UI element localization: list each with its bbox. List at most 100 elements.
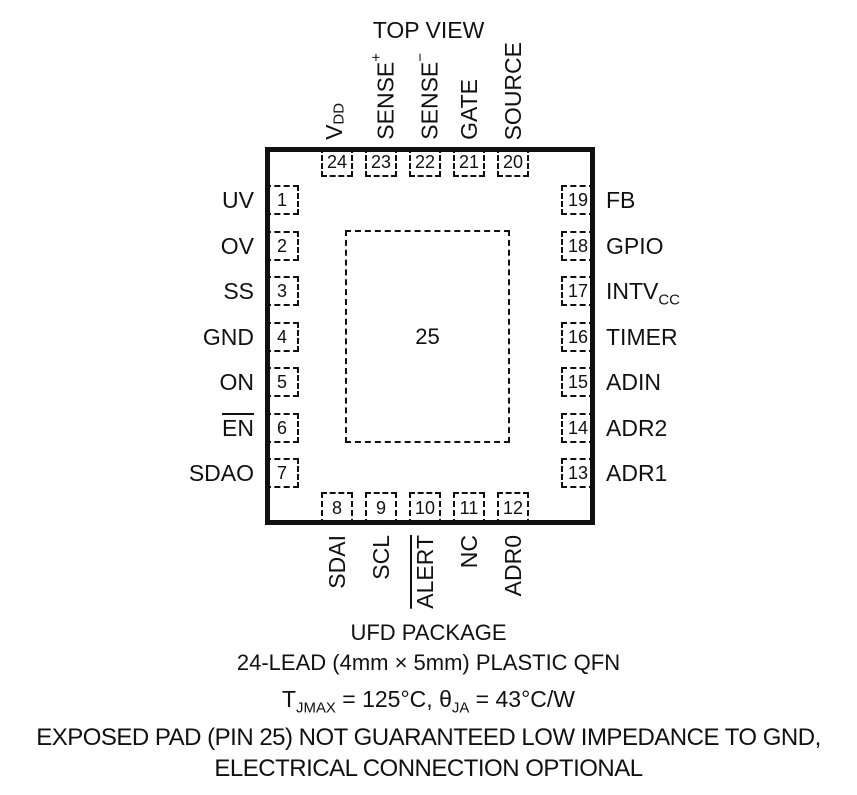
thermal-t-sub: JMAX xyxy=(296,699,336,717)
pin-23-label-base: SENSE xyxy=(372,62,399,140)
package-description: 24-LEAD (4mm × 5mm) PLASTIC QFN xyxy=(236,650,621,675)
pin-20-label: SOURCE xyxy=(496,38,530,140)
pin-2-label: OV xyxy=(220,233,254,259)
pin-22: 22 xyxy=(409,147,441,177)
pin-14-label: ADR2 xyxy=(606,415,668,441)
pin-24-label-base: V xyxy=(321,124,348,140)
pin-22-label: SENSE− xyxy=(408,38,443,140)
pin-2: 2 xyxy=(265,231,299,261)
pin-15: 15 xyxy=(561,367,595,397)
pin-6-label: EN xyxy=(94,415,254,441)
pin-12-number: 12 xyxy=(502,498,524,518)
pin-12: 12 xyxy=(497,492,529,525)
pin-24-label-sub: DD xyxy=(330,103,348,125)
chip-outline xyxy=(265,147,595,525)
thermal-end: = 43°C/W xyxy=(469,686,575,712)
pin-24-label-text: VDD xyxy=(321,103,352,140)
exposed-pad-number: 25 xyxy=(415,323,440,349)
pin-4-label: GND xyxy=(202,324,254,350)
pin-7-label: SDAO xyxy=(188,460,254,486)
pin-23-number: 23 xyxy=(370,151,392,172)
pin-22-label-text: SENSE− xyxy=(409,53,443,140)
pin-1: 1 xyxy=(265,185,299,215)
pin-17-label-sub: CC xyxy=(658,291,680,309)
pin-5-label: ON xyxy=(219,369,255,395)
pin-10-number: 10 xyxy=(414,498,436,518)
pin-23-label-text: SENSE+ xyxy=(365,53,399,140)
pin-13-label: ADR1 xyxy=(606,460,668,486)
pin-19-label: FB xyxy=(606,187,636,213)
exposed-pad: 25 xyxy=(345,230,510,443)
thermal-spec: TJMAX = 125°C, θJA = 43°C/W xyxy=(0,686,857,717)
pin-9-number: 9 xyxy=(375,498,386,518)
pin-4-number: 4 xyxy=(276,326,287,347)
pin-21-label-text: GATE xyxy=(456,79,482,140)
pin-16-label: TIMER xyxy=(606,324,678,350)
pin-18: 18 xyxy=(561,231,595,261)
pin-5: 5 xyxy=(265,367,299,397)
pin-24-number: 24 xyxy=(326,151,348,172)
exposed-pad-note-line1: EXPOSED PAD (PIN 25) NOT GUARANTEED LOW … xyxy=(36,724,821,751)
pin-10: 10 xyxy=(409,492,441,525)
pin-3-number: 3 xyxy=(276,280,287,301)
pin-17-label: INTVCC xyxy=(606,278,680,309)
pin-11-label-text: NC xyxy=(456,535,482,569)
pin-7: 7 xyxy=(265,458,299,488)
pin-20: 20 xyxy=(497,147,529,177)
thermal-theta-sub: JA xyxy=(451,699,470,717)
pin-7-number: 7 xyxy=(276,462,287,483)
pin-8-label-text: SDAI xyxy=(324,535,350,589)
pin-10-label-text: ALERT xyxy=(412,535,438,609)
pin-19: 19 xyxy=(561,185,595,215)
pin-15-label: ADIN xyxy=(606,369,661,395)
pin-17: 17 xyxy=(561,276,595,306)
pin-21: 21 xyxy=(453,147,485,177)
pin-24: 24 xyxy=(321,147,353,177)
pin-17-number: 17 xyxy=(567,280,589,301)
package-name: UFD PACKAGE xyxy=(350,620,507,645)
pin-11-number: 11 xyxy=(459,498,479,518)
pin-23: 23 xyxy=(365,147,397,177)
pin-6-number: 6 xyxy=(276,417,287,438)
pin-9: 9 xyxy=(365,492,397,525)
pin-11: 11 xyxy=(453,492,485,525)
pin-3-label: SS xyxy=(223,278,254,304)
pin-16-number: 16 xyxy=(567,326,589,347)
pin-3: 3 xyxy=(265,276,299,306)
pin-14: 14 xyxy=(561,413,595,443)
pin-24-label: VDD xyxy=(320,38,354,140)
pin-9-label-text: SCL xyxy=(368,535,394,580)
pin-18-label: GPIO xyxy=(606,233,664,259)
pin-22-label-base: SENSE xyxy=(416,62,443,140)
top-view-title: TOP VIEW xyxy=(372,17,485,43)
pin-5-number: 5 xyxy=(276,371,287,392)
pin-20-number: 20 xyxy=(502,151,524,172)
pin-6-label-text: EN xyxy=(222,415,254,441)
pin-4: 4 xyxy=(265,322,299,352)
pin-13-number: 13 xyxy=(567,462,589,483)
pin-13: 13 xyxy=(561,458,595,488)
pin-15-number: 15 xyxy=(567,371,589,392)
pin-2-number: 2 xyxy=(276,235,287,256)
pin-19-number: 19 xyxy=(567,189,589,210)
pin-12-label-text: ADR0 xyxy=(500,535,526,597)
pin-20-label-text: SOURCE xyxy=(500,41,526,140)
pin-23-label: SENSE+ xyxy=(364,38,399,140)
pin-23-label-sup: + xyxy=(367,53,385,63)
pin-18-number: 18 xyxy=(567,235,589,256)
thermal-mid: = 125°C, θ xyxy=(335,686,452,712)
pin-21-label: GATE xyxy=(452,38,486,140)
pin-6: 6 xyxy=(265,413,299,443)
pin-22-number: 22 xyxy=(414,151,436,172)
thermal-t-base: T xyxy=(281,686,297,712)
pin-1-label: UV xyxy=(222,187,254,213)
pin-14-number: 14 xyxy=(567,417,589,438)
pin-1-number: 1 xyxy=(276,189,287,210)
pin-17-label-base: INTV xyxy=(606,278,659,304)
pin-16: 16 xyxy=(561,322,595,352)
exposed-pad-note-line2: ELECTRICAL CONNECTION OPTIONAL xyxy=(214,755,643,782)
pin-22-label-sup: − xyxy=(411,53,429,63)
pin-21-number: 21 xyxy=(458,151,480,172)
pin-8: 8 xyxy=(321,492,353,525)
